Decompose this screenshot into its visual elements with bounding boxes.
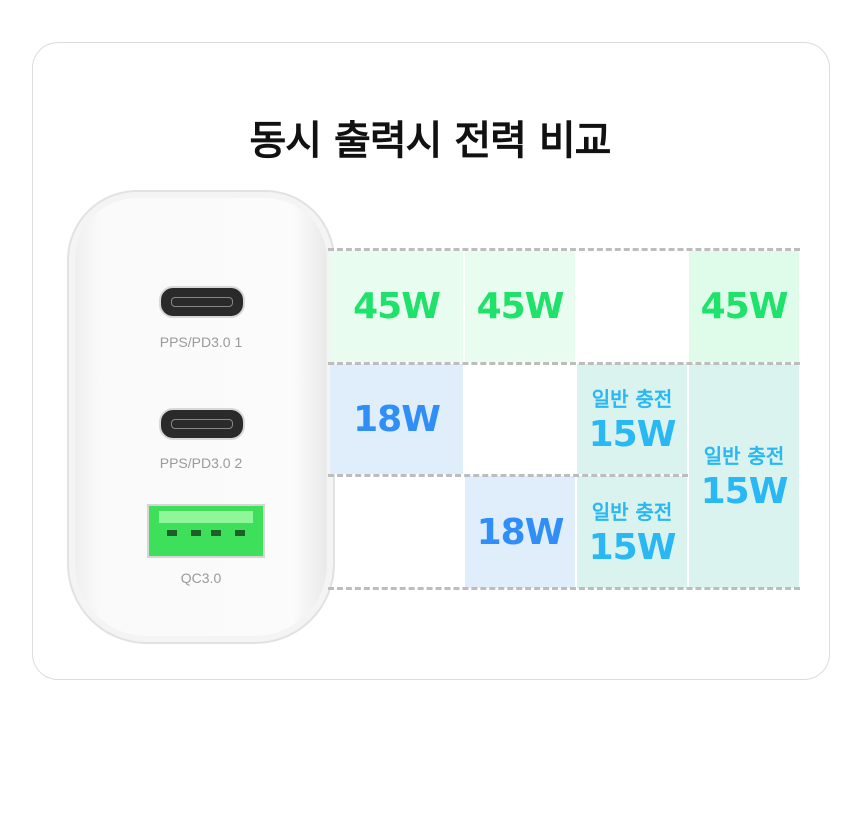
power-value: 15W: [700, 471, 789, 512]
charger-image: PPS/PD3.0 1 PPS/PD3.0 2 QC3.0: [67, 190, 335, 644]
usb-c-port-2: [159, 408, 245, 440]
usb-a-port: [147, 504, 265, 558]
power-value: 18W: [353, 398, 441, 440]
cell-c1-r1: 45W: [330, 251, 463, 362]
power-value: 45W: [476, 286, 565, 327]
cell-c4-r1: 45W: [689, 251, 799, 362]
charge-type-label: 일반 충전: [591, 500, 673, 524]
row-divider: [328, 248, 800, 251]
usb-c-port-1: [159, 286, 245, 318]
page-title: 동시 출력시 전력 비교: [249, 118, 612, 164]
row-divider: [328, 362, 800, 365]
row-divider: [328, 587, 800, 590]
charge-type-label: 일반 충전: [591, 387, 673, 411]
cell-c2-r3: 18W: [465, 476, 575, 588]
cell-c3-r3: 일반 충전 15W: [577, 476, 687, 588]
cell-c1-r2: 18W: [330, 364, 463, 474]
charge-type-label: 일반 충전: [703, 444, 785, 468]
cell-c4-r23: 일반 충전 15W: [689, 364, 799, 588]
power-value: 18W: [476, 511, 565, 553]
port-label-2: PPS/PD3.0 2: [159, 455, 243, 471]
cell-c3-r2: 일반 충전 15W: [577, 364, 687, 474]
port-label-3: QC3.0: [180, 570, 222, 586]
power-value: 15W: [588, 527, 677, 568]
row-divider: [328, 474, 688, 477]
port-label-1: PPS/PD3.0 1: [159, 334, 243, 350]
cell-c2-r1: 45W: [465, 251, 575, 362]
power-value: 45W: [353, 286, 441, 327]
power-value: 45W: [700, 286, 789, 327]
power-value: 15W: [588, 414, 677, 455]
